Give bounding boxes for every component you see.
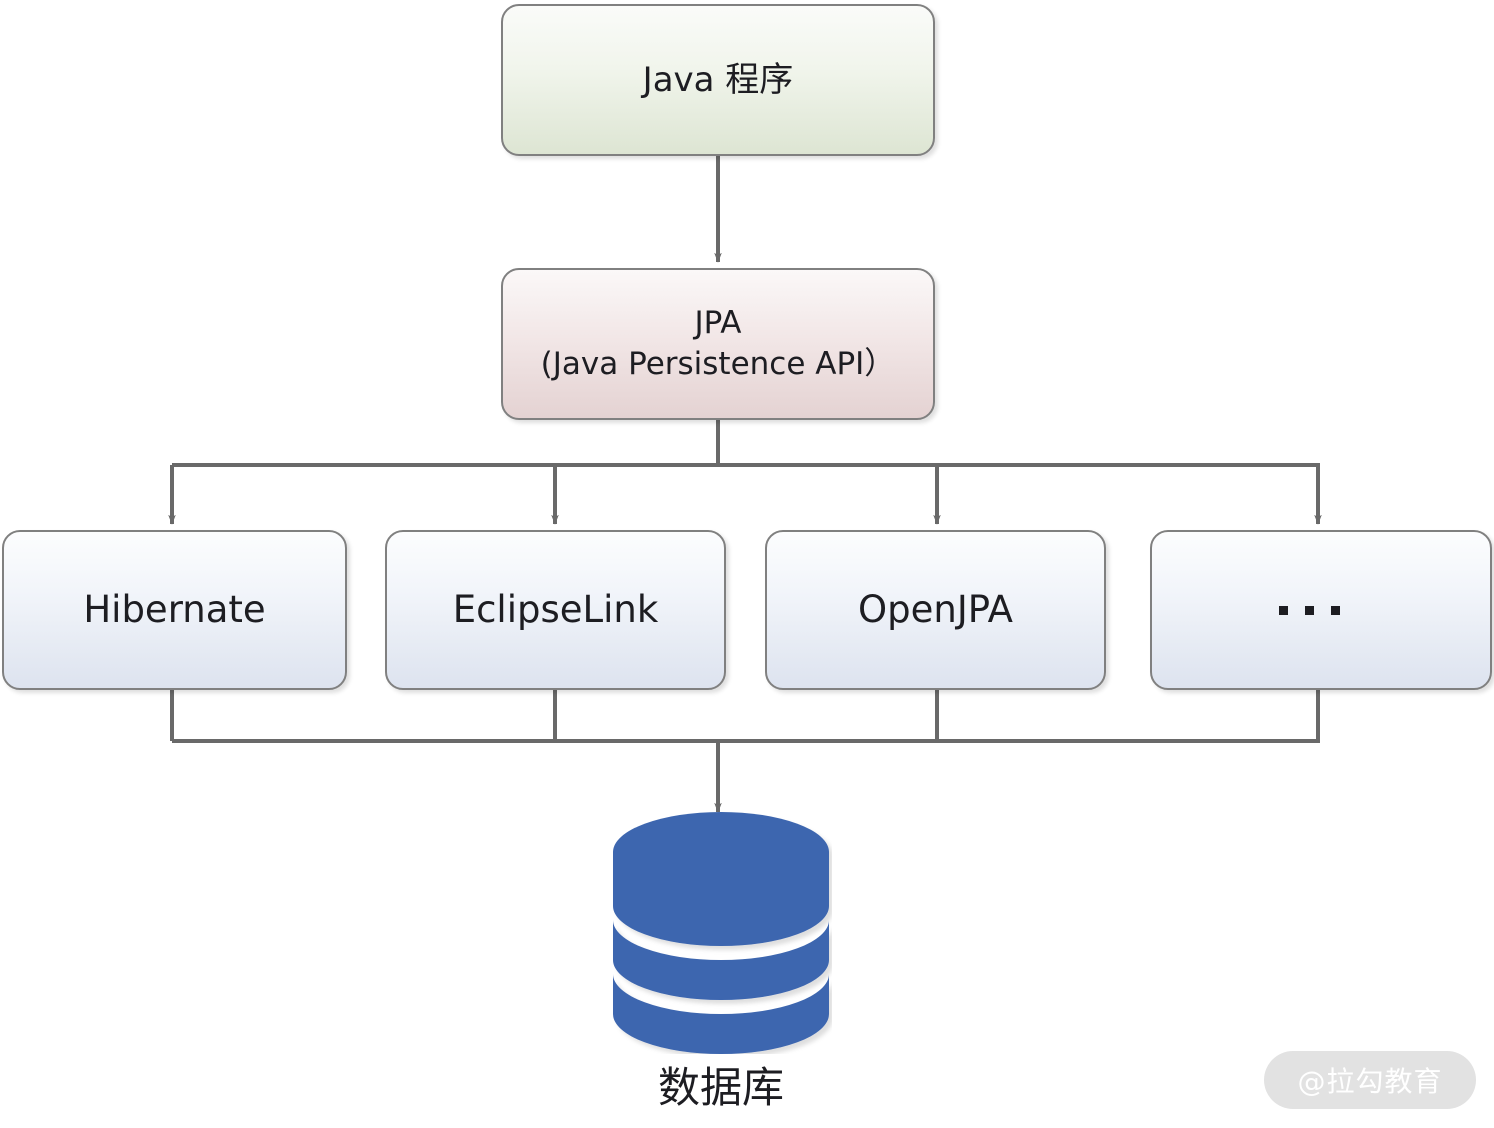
- watermark-badge: @拉勾教育: [1264, 1051, 1476, 1109]
- node-provider-hibernate-label: Hibernate: [83, 587, 266, 631]
- watermark-text: @拉勾教育: [1297, 1065, 1443, 1098]
- node-java-program-label: Java 程序: [642, 59, 794, 100]
- ellipsis-dot: [1278, 605, 1288, 615]
- node-provider-eclipselink[interactable]: EclipseLink: [385, 530, 726, 690]
- node-provider-openjpa-label: OpenJPA: [858, 587, 1013, 631]
- ellipsis-dot: [1304, 605, 1314, 615]
- node-provider-hibernate[interactable]: Hibernate: [2, 530, 347, 690]
- node-provider-openjpa[interactable]: OpenJPA: [765, 530, 1106, 690]
- database-caption: 数据库: [657, 1063, 784, 1112]
- connector-jpa-to-bus: [172, 420, 1320, 467]
- node-jpa[interactable]: JPA (Java Persistence API）: [501, 268, 935, 420]
- ellipsis-dot: [1330, 605, 1340, 615]
- ellipsis-icon: [1278, 605, 1340, 615]
- node-provider-eclipselink-label: EclipseLink: [452, 587, 659, 631]
- node-provider-more[interactable]: [1150, 530, 1492, 690]
- connector-providers-to-merge-bus: [170, 690, 1320, 743]
- node-jpa-label: JPA (Java Persistence API）: [540, 305, 896, 382]
- node-java-program[interactable]: Java 程序: [501, 4, 935, 156]
- database-cylinder-icon[interactable]: [610, 806, 832, 1054]
